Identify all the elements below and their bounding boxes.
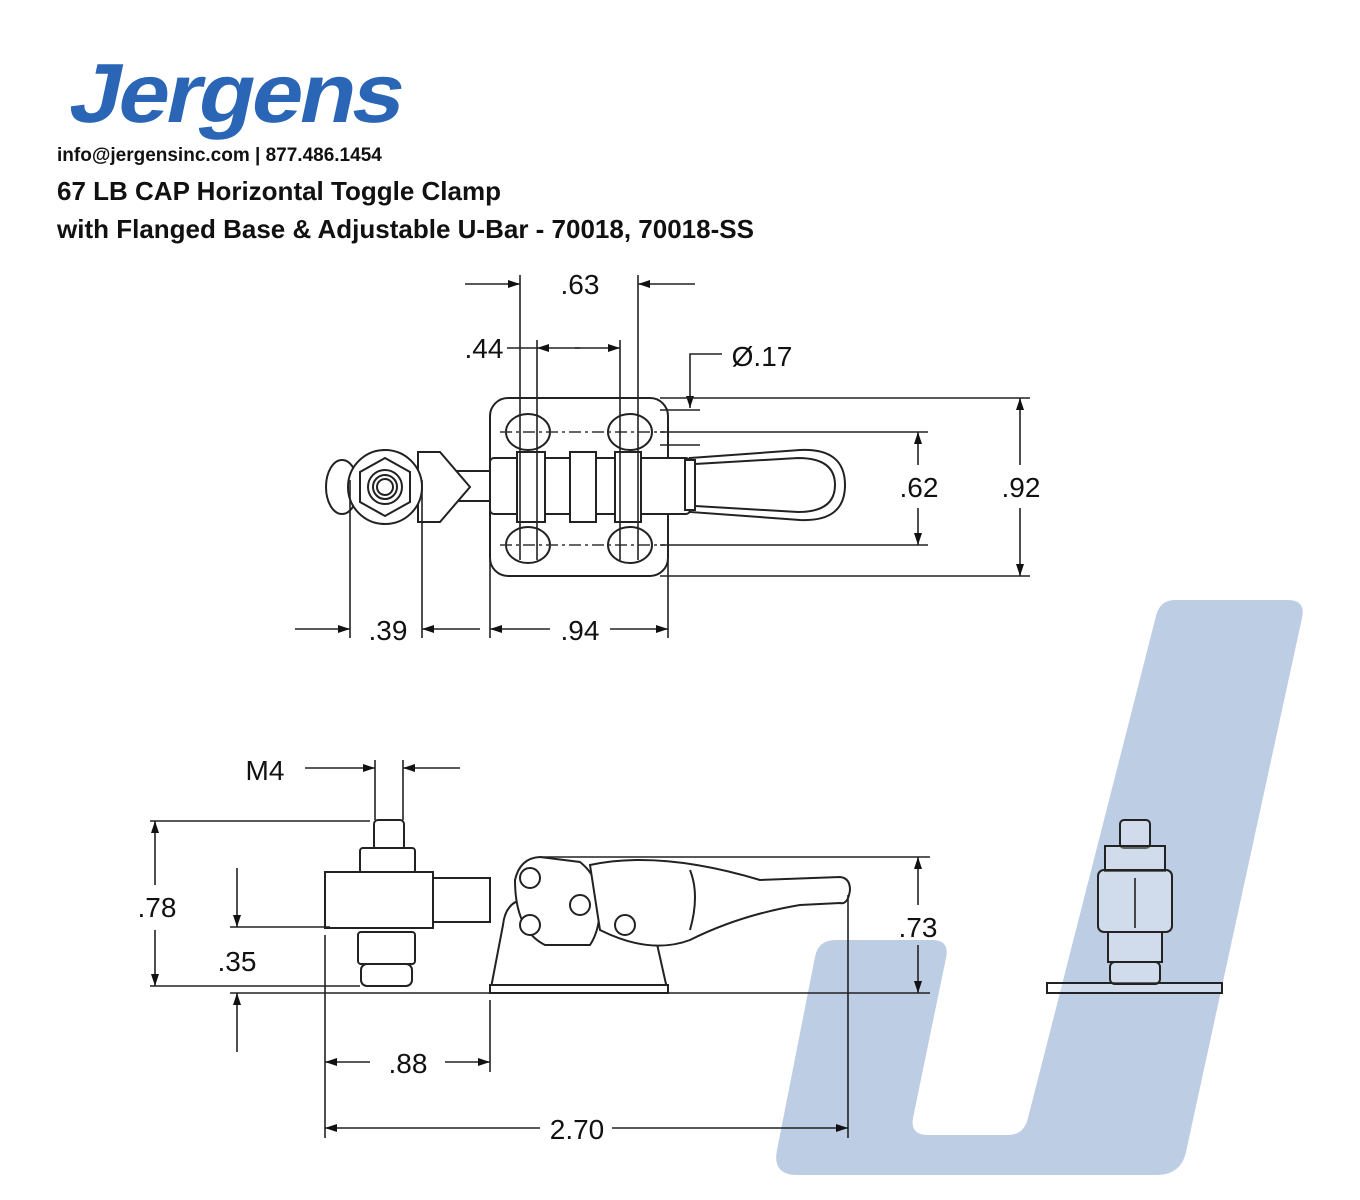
dim-label: .78 xyxy=(138,892,177,923)
dim-label: M4 xyxy=(246,755,285,786)
jergens-logo: Jergens xyxy=(62,46,412,140)
dim-label: .62 xyxy=(900,472,939,503)
end-view xyxy=(1046,819,1223,994)
dim-label: .63 xyxy=(561,269,600,300)
top-view: .63 .44 Ø.17 .92 .62 .39 . xyxy=(295,269,1040,646)
dim-label: .92 xyxy=(1002,472,1041,503)
dim-label: .39 xyxy=(369,615,408,646)
watermark-j xyxy=(776,600,1303,1175)
dim-label: .35 xyxy=(218,946,257,977)
contact-info: info@jergensinc.com | 877.486.1454 xyxy=(57,145,382,166)
dim-label: 2.70 xyxy=(550,1114,605,1145)
dim-label: .88 xyxy=(389,1048,428,1079)
dim-label: .94 xyxy=(561,615,600,646)
dim-label: .73 xyxy=(899,912,938,943)
dim-label: .44 xyxy=(465,333,504,364)
product-title-line1: 67 LB CAP Horizontal Toggle Clamp xyxy=(57,176,501,206)
dim-label: Ø.17 xyxy=(732,341,793,372)
side-view: M4 .78 .35 .73 .88 2.70 xyxy=(138,755,1223,1145)
product-title-line2: with Flanged Base & Adjustable U-Bar - 7… xyxy=(57,214,754,244)
